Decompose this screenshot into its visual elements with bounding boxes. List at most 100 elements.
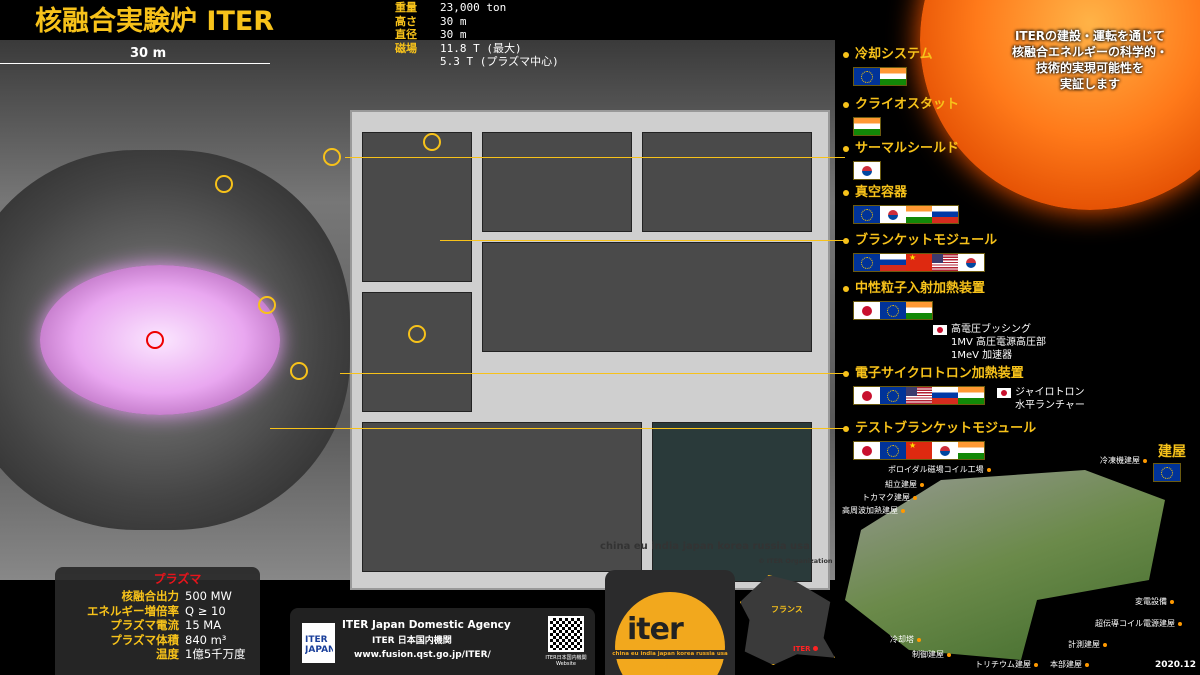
- component-item: クライオスタット: [843, 96, 959, 136]
- plasma-title: プラズマ: [153, 572, 202, 586]
- plasma-row: エネルギー増倍率 Q ≥ 10: [55, 604, 260, 619]
- spec-row: 5.3 T (プラズマ中心): [395, 55, 559, 69]
- component-item: サーマルシールド: [843, 140, 959, 180]
- plasma-key: エネルギー増倍率: [87, 603, 179, 618]
- building-label: トリチウム建屋: [975, 660, 1038, 670]
- building-label: 計測建屋: [1068, 640, 1107, 650]
- flag-row: [853, 301, 933, 320]
- iter-logo-members: china eu india japan korea russia usa: [609, 650, 731, 659]
- agency-name-ja: ITER 日本国内機関: [372, 636, 452, 646]
- plasma-key: 核融合出力: [121, 589, 180, 603]
- flag-in-icon: [880, 68, 906, 85]
- cooling-marker: [423, 133, 441, 151]
- iter-site-marker: ITER: [793, 645, 818, 654]
- spec-value: 30 m: [440, 28, 467, 41]
- flag-eu-icon: [880, 302, 906, 319]
- note-text: ジャイロトロン: [1015, 387, 1085, 398]
- flag-in-icon: [958, 442, 984, 459]
- plasma-value: 15 MA: [185, 618, 222, 632]
- plasma-key: 温度: [156, 647, 179, 661]
- note-line: 1MeV 加速器: [933, 349, 1046, 362]
- page-title: 核融合実験炉 ITER: [35, 6, 275, 37]
- flag-in-icon: [854, 118, 880, 135]
- flag-kr-icon: [880, 206, 906, 223]
- iter-japan-logo: ITER JAPAN: [302, 623, 335, 663]
- plasma-value: 840 m³: [185, 632, 227, 647]
- flag-kr-icon: [854, 162, 880, 179]
- note-line: 1MV 高圧電源高圧部: [933, 336, 1046, 349]
- note-text: 高電圧ブッシング: [951, 324, 1031, 335]
- blanket-marker: [258, 296, 276, 314]
- component-item: 真空容器: [843, 184, 959, 224]
- flag-ru-icon: [880, 254, 906, 271]
- building-label: トカマク建屋: [862, 493, 917, 503]
- component-item: テストブランケットモジュール: [843, 420, 1036, 460]
- flag-row-wrap: [843, 67, 933, 86]
- plasma-value: Q ≥ 10: [185, 603, 226, 618]
- spec-key: [395, 55, 440, 69]
- component-label: 中性粒子入射加熱装置: [843, 280, 1046, 297]
- thermal-shield-marker: [323, 148, 341, 166]
- leader-line: [270, 428, 845, 429]
- spacer: [933, 351, 947, 361]
- flag-jp-icon: [854, 387, 880, 404]
- spec-key: 磁場: [395, 41, 417, 55]
- qr-caption: ITER日本国内機関 Website: [545, 655, 587, 667]
- flag-jp-icon: [854, 442, 880, 459]
- flag-row-wrap: ジャイロトロン水平ランチャー: [843, 386, 1085, 412]
- flag-in-icon: [906, 302, 932, 319]
- building-label: 高周波加熱建屋: [842, 506, 905, 516]
- flag-row-wrap: [843, 441, 1036, 460]
- ecrh-marker: [290, 362, 308, 380]
- flag-eu-icon: [1154, 464, 1180, 481]
- flag-row-wrap: [843, 117, 959, 136]
- iter-cutaway-illustration: [0, 40, 835, 590]
- flag-jp-icon: [997, 387, 1011, 398]
- building-label: 冷凍機建屋: [1100, 456, 1147, 466]
- flag-cn-icon: [906, 254, 932, 271]
- note-text: 1MV 高圧電源高圧部: [951, 337, 1047, 348]
- component-label: 冷却システム: [843, 46, 933, 63]
- members-text: china eu india japan korea russia usa: [600, 541, 810, 552]
- plasma-row: プラズマ体積 840 m³: [55, 633, 260, 648]
- room: [642, 132, 812, 232]
- note-text: 水平ランチャー: [1015, 400, 1085, 411]
- copyright: © ITER Organization: [758, 557, 833, 565]
- plasma-marker: [146, 331, 164, 349]
- flag-jp-icon: [933, 324, 947, 335]
- flag-row: [853, 161, 881, 180]
- note-line: 高電圧ブッシング: [933, 323, 1046, 336]
- flag-row: [853, 117, 881, 136]
- building-label: 変電設備: [1135, 597, 1174, 607]
- plasma-value: 500 MW: [185, 589, 232, 603]
- spec-value: 11.8 T (最大): [440, 41, 522, 55]
- leader-line: [345, 157, 845, 158]
- supply-note: ジャイロトロン水平ランチャー: [997, 386, 1085, 412]
- flag-in-icon: [906, 206, 932, 223]
- building-label: 組立建屋: [885, 480, 924, 490]
- agency-name-en: ITER Japan Domestic Agency: [342, 619, 511, 631]
- flag-row-wrap: [843, 301, 1046, 320]
- component-label: 電子サイクロトロン加熱装置: [843, 365, 1085, 382]
- plasma-row: 核融合出力 500 MW: [55, 589, 260, 604]
- plasma-value: 1億5千万度: [185, 647, 246, 661]
- flag-eu-icon: [854, 206, 880, 223]
- spec-value: 30 m: [440, 14, 467, 28]
- flag-row-wrap: [843, 253, 997, 272]
- spec-key: 重量: [395, 1, 417, 14]
- plasma-key: プラズマ体積: [110, 632, 179, 647]
- building-label: 制御建屋: [912, 650, 951, 660]
- tagline-line: 核融合エネルギーの科学的・: [1011, 45, 1168, 59]
- iter-url-link[interactable]: www.iter.org: [641, 662, 699, 671]
- component-item: 冷却システム: [843, 46, 933, 86]
- flag-us-icon: [932, 254, 958, 271]
- leader-line: [440, 240, 845, 241]
- agency-url-link[interactable]: www.fusion.qst.go.jp/ITER/: [354, 650, 491, 660]
- buildings-title: 建屋: [1158, 444, 1186, 460]
- qr-code[interactable]: [548, 616, 584, 652]
